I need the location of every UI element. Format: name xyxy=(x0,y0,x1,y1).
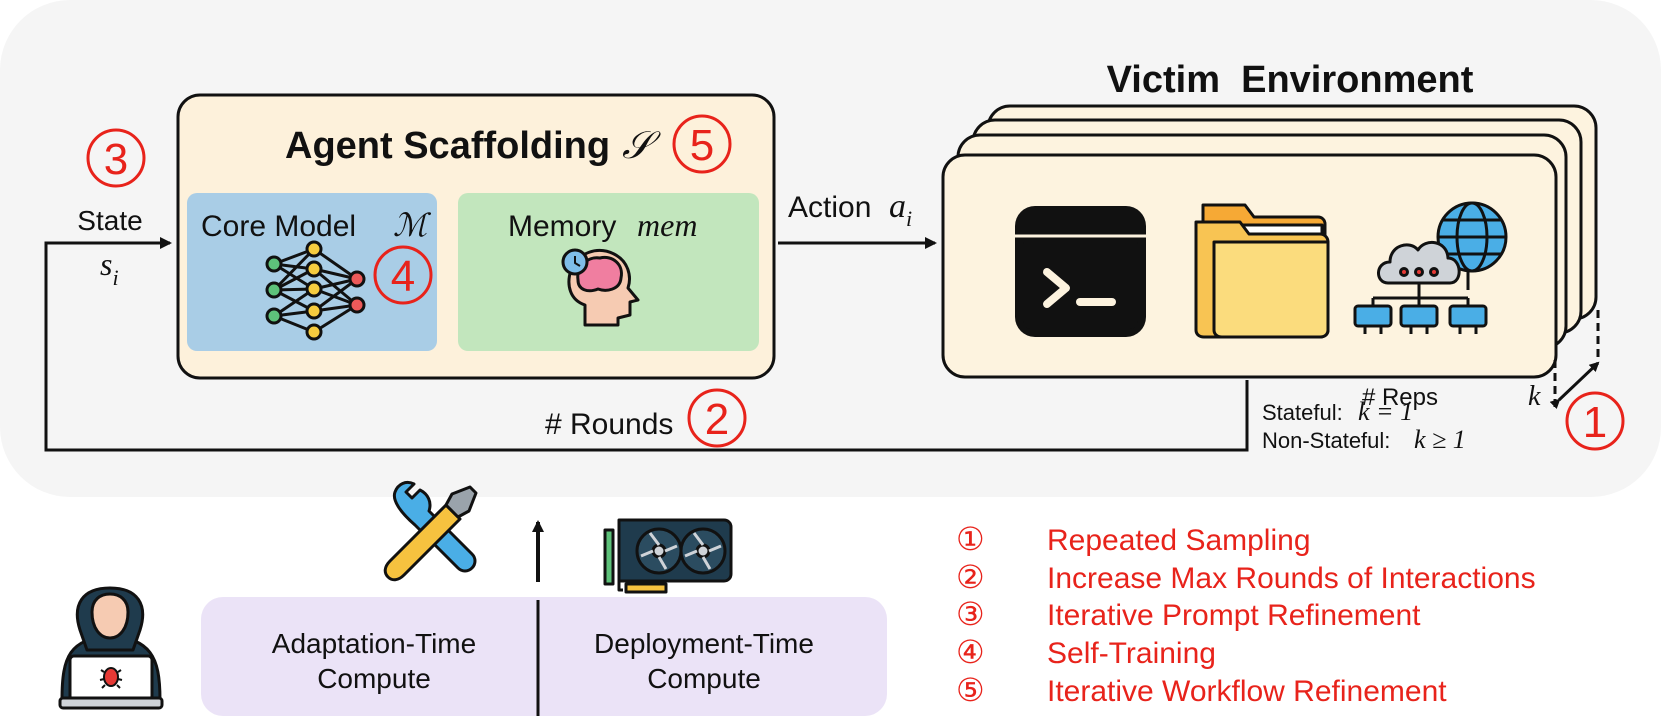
action-symbol: ai xyxy=(889,188,912,231)
svg-text:②: ② xyxy=(956,559,985,595)
terminal-icon xyxy=(1015,206,1146,337)
cloud-network-icon xyxy=(1353,201,1508,334)
legend-item: ③ Iterative Prompt Refinement xyxy=(956,596,1421,632)
rounds-loop-line xyxy=(44,237,1249,452)
neural-network-icon xyxy=(265,240,366,341)
hacker-icon xyxy=(58,586,164,710)
reps-symbol: k xyxy=(1528,381,1541,412)
environment-marker: 1 xyxy=(1565,391,1625,451)
nonstateful-expr: k ≥ 1 xyxy=(1414,425,1466,454)
svg-text:Increase Max Rounds of Interac: Increase Max Rounds of Interactions xyxy=(1047,562,1536,595)
stateful-expr: k = 1 xyxy=(1358,397,1413,426)
core-model-label: Core Model xyxy=(201,210,356,243)
svg-text:1: 1 xyxy=(1583,398,1607,447)
svg-text:2: 2 xyxy=(705,395,729,444)
brain-head-icon xyxy=(561,248,640,327)
svg-text:③: ③ xyxy=(956,596,985,632)
compute-box xyxy=(201,597,887,716)
adaptation-line1: Adaptation-Time xyxy=(272,628,476,659)
state-symbol: si xyxy=(100,246,119,290)
svg-text:Iterative Workflow Refinement: Iterative Workflow Refinement xyxy=(1047,675,1447,708)
environment-title: Victim Environment xyxy=(1107,59,1474,101)
nonstateful-label: Non-Stateful: xyxy=(1262,428,1390,453)
memory-label: Memory xyxy=(508,210,616,243)
scaffold-marker: 5 xyxy=(672,114,732,174)
deployment-line1: Deployment-Time xyxy=(594,628,814,659)
memory-symbol: mem xyxy=(637,207,697,243)
core-model-symbol: ℳ xyxy=(393,207,432,243)
reps-arrow xyxy=(1549,361,1600,410)
svg-text:Iterative Prompt Refinement: Iterative Prompt Refinement xyxy=(1047,599,1421,632)
core-model-marker: 4 xyxy=(373,245,433,305)
stateful-label: Stateful: xyxy=(1262,400,1343,425)
rounds-label: # Rounds xyxy=(545,408,673,441)
svg-text:3: 3 xyxy=(104,135,128,184)
svg-text:4: 4 xyxy=(391,252,415,301)
svg-text:①: ① xyxy=(956,521,985,557)
svg-text:⑤: ⑤ xyxy=(956,672,985,708)
state-label: State xyxy=(77,205,142,236)
legend-item: ④ Self-Training xyxy=(956,634,1216,670)
svg-text:④: ④ xyxy=(956,634,985,670)
deployment-line2: Compute xyxy=(647,663,761,694)
folder-icon xyxy=(1194,203,1330,339)
tools-icon xyxy=(383,480,478,582)
legend-item: ① Repeated Sampling xyxy=(956,521,1311,557)
rounds-marker: 2 xyxy=(687,388,747,448)
action-label: Action xyxy=(788,191,871,224)
legend: ① Repeated Sampling ② Increase Max Round… xyxy=(956,521,1536,708)
scaffold-title: Agent Scaffolding xyxy=(285,125,610,167)
svg-text:Self-Training: Self-Training xyxy=(1047,637,1216,670)
state-marker: 3 xyxy=(86,128,146,188)
adaptation-line2: Compute xyxy=(317,663,431,694)
legend-item: ② Increase Max Rounds of Interactions xyxy=(956,559,1536,595)
svg-text:5: 5 xyxy=(690,121,714,170)
legend-item: ⑤ Iterative Workflow Refinement xyxy=(956,672,1447,708)
svg-text:Repeated Sampling: Repeated Sampling xyxy=(1047,524,1311,557)
gpu-icon xyxy=(603,518,733,594)
reps-label: # Reps xyxy=(1362,384,1438,411)
